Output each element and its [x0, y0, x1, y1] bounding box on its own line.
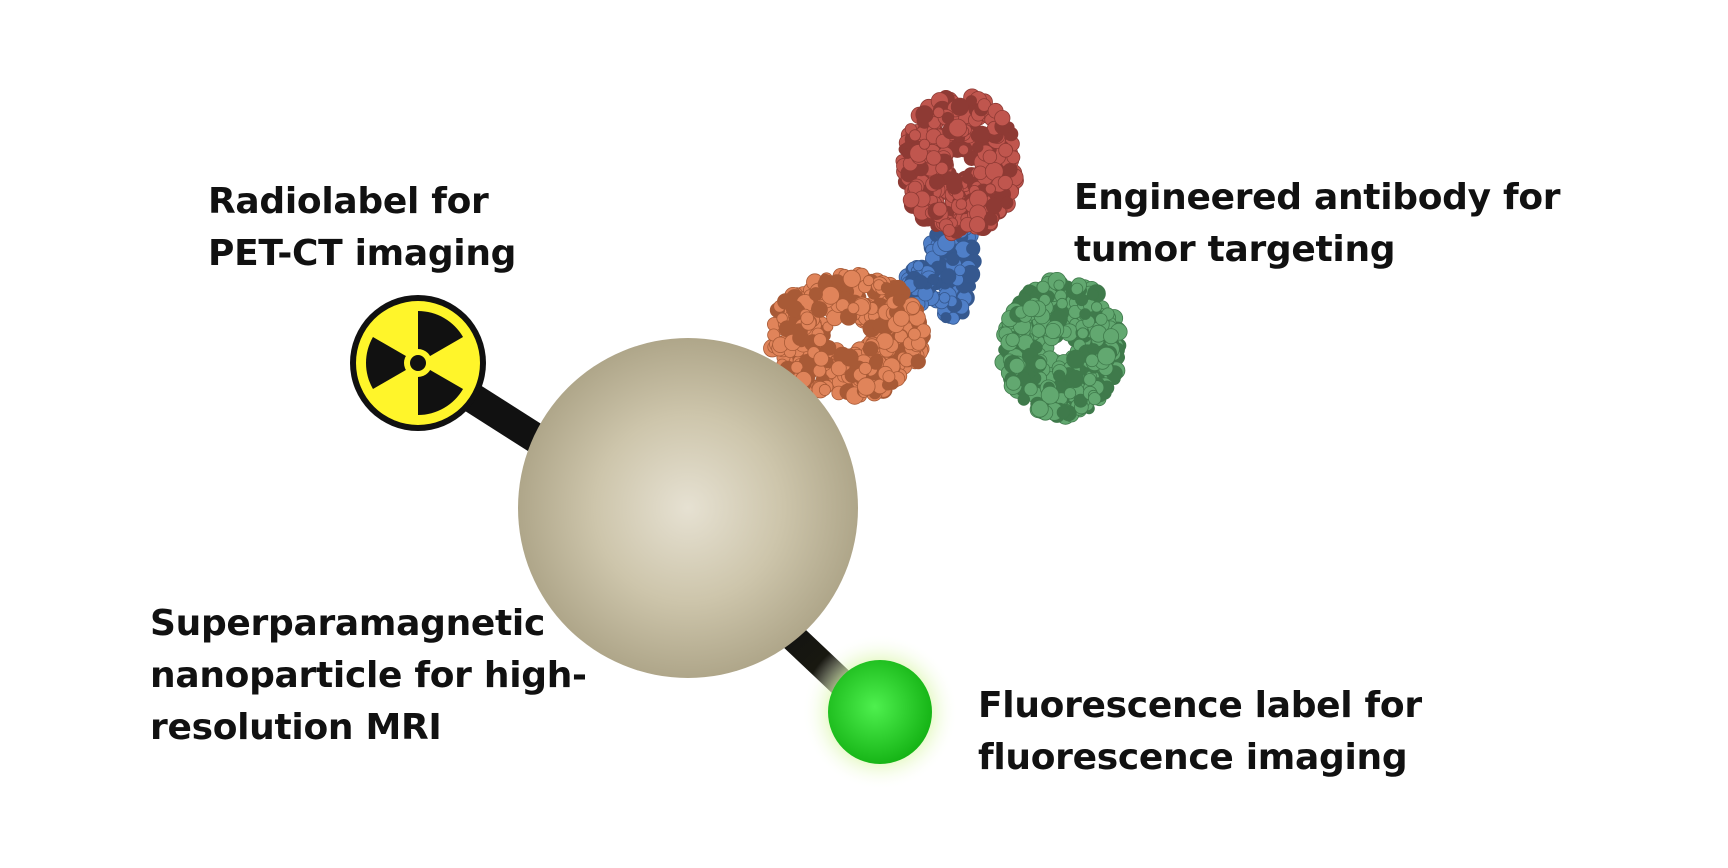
nanoparticle-label-line-1: Superparamagnetic	[150, 603, 546, 644]
antibody-label: Engineered antibody for tumor targeting	[1074, 172, 1561, 276]
nanoparticle-label-line-2: nanoparticle for high-	[150, 655, 587, 696]
fluorescence-label-line-1: Fluorescence label for	[978, 685, 1422, 726]
nanoparticle-label: Superparamagnetic nanoparticle for high-…	[150, 598, 587, 754]
glowing-green-sphere-icon	[802, 634, 958, 790]
fluorescence-label: Fluorescence label for fluorescence imag…	[978, 680, 1422, 784]
radiolabel-label-line-1: Radiolabel for	[208, 181, 489, 222]
protein-antibody-icon	[763, 88, 1128, 425]
sphere-icon	[518, 338, 858, 678]
fluorescence-label-line-2: fluorescence imaging	[978, 737, 1408, 778]
nanoparticle-label-line-3: resolution MRI	[150, 707, 442, 748]
radiation-trefoil-icon	[350, 295, 486, 431]
radiolabel-label-line-2: PET-CT imaging	[208, 233, 517, 274]
antibody-label-line-2: tumor targeting	[1074, 229, 1396, 270]
antibody-label-line-1: Engineered antibody for	[1074, 177, 1561, 218]
radiolabel-label: Radiolabel for PET-CT imaging	[208, 176, 516, 280]
